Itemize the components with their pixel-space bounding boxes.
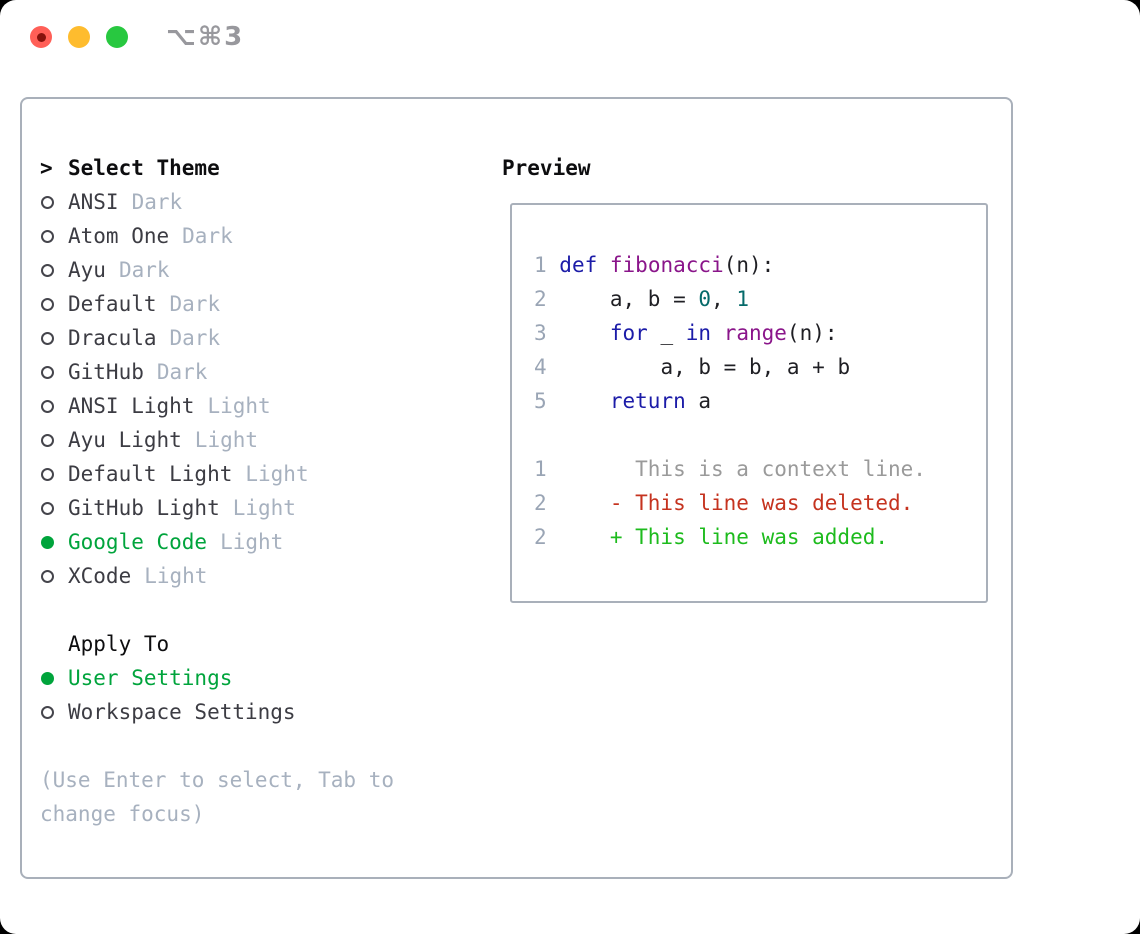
preview-box: 1 def fibonacci(n): 2 a, b = 0, 1 3 for _ … [510,203,988,603]
option-label: GitHub [68,360,144,384]
apply-to-heading: Apply To [40,627,480,661]
code-line: 2 a, b = 0, 1 [534,287,749,311]
theme-variant-tag: Dark [169,326,221,350]
spacer [534,423,986,457]
code-preview: 1 def fibonacci(n): 2 a, b = 0, 1 3 for _ … [534,253,986,423]
minimize-button[interactable] [68,26,90,48]
line-number: 2 [534,525,610,549]
line-number: 2 [534,491,610,515]
spacer [40,593,480,627]
radio-icon [41,433,54,447]
code-line: 1 def fibonacci(n): [534,253,775,277]
option-label: User Settings [68,666,233,690]
preview-column: Preview 1 def fibonacci(n): 2 a, b = 0, 1… [502,151,988,603]
option-label: ANSI Light [68,394,195,418]
option-label: XCode [68,564,132,588]
theme-variant-tag: Light [220,530,284,554]
theme-variant-tag: Light [207,394,271,418]
apply-option[interactable]: User Settings [40,661,480,695]
apply-option[interactable]: Workspace Settings [40,695,480,729]
radio-icon [41,263,54,277]
theme-variant-tag: Dark [118,258,170,282]
theme-option[interactable]: Default Light Light [40,457,480,491]
theme-option[interactable]: GitHub Light Light [40,491,480,525]
diff-preview: 1 This is a context line.2 - This line w… [534,457,986,559]
preview-heading: Preview [502,156,591,180]
radio-icon [41,467,54,481]
titlebar: ⌥⌘3 [0,0,1140,75]
radio-icon [41,399,54,413]
theme-option[interactable]: XCode Light [40,559,480,593]
diff-text: + This line was added. [609,525,889,549]
apply-to-label: Apply To [68,632,170,656]
code-line: 4 a, b = b, a + b [534,355,851,379]
option-label: Google Code [68,530,208,554]
option-label: Workspace Settings [68,700,296,724]
option-label: GitHub Light [68,496,220,520]
theme-option[interactable]: Google Code Light [40,525,480,559]
diff-line: 2 + This line was added. [534,525,986,559]
theme-variant-tag: Dark [131,190,183,214]
theme-option[interactable]: GitHub Dark [40,355,480,389]
close-button[interactable] [30,26,52,48]
theme-variant-tag: Light [232,496,296,520]
theme-option[interactable]: Default Dark [40,287,480,321]
diff-line: 1 This is a context line. [534,457,986,491]
radio-icon [41,569,54,583]
diff-text: This is a context line. [609,457,926,481]
spacer [40,729,480,763]
radio-icon [41,365,54,379]
line-number: 5 [534,389,560,413]
option-label: Default Light [68,462,233,486]
zoom-button[interactable] [106,26,128,48]
theme-option[interactable]: ANSI Dark [40,185,480,219]
line-number: 3 [534,321,560,345]
option-label: Ayu [68,258,106,282]
radio-icon [41,195,54,209]
theme-option[interactable]: Dracula Dark [40,321,480,355]
option-label: Atom One [68,224,170,248]
radio-icon [41,705,54,719]
code-line: 5 return a [534,389,712,413]
traffic-lights [30,26,128,48]
line-number: 1 [534,457,610,481]
option-label: Default [68,292,157,316]
theme-variant-tag: Dark [169,292,221,316]
option-label: Dracula [68,326,157,350]
theme-variant-tag: Light [245,462,309,486]
radio-icon [41,229,54,243]
line-number: 2 [534,287,560,311]
line-number: 4 [534,355,560,379]
theme-option[interactable]: Atom One Dark [40,219,480,253]
focus-prompt-icon: > [40,156,53,180]
option-label: ANSI [68,190,119,214]
theme-variant-tag: Light [194,428,259,452]
theme-option[interactable]: Ayu Dark [40,253,480,287]
radio-selected-icon [41,671,54,685]
help-text: (Use Enter to select, Tab to change focu… [40,768,395,826]
diff-line: 2 - This line was deleted. [534,491,986,525]
option-label: Ayu Light [68,428,182,452]
radio-selected-icon [41,535,54,549]
select-theme-heading: > Select Theme [40,151,480,185]
radio-icon [41,331,54,345]
radio-icon [41,297,54,311]
theme-option[interactable]: Ayu Light Light [40,423,480,457]
select-theme-label: Select Theme [68,156,220,180]
theme-variant-tag: Dark [182,224,233,248]
window-title: ⌥⌘3 [166,22,245,52]
theme-option[interactable]: ANSI Light Light [40,389,480,423]
theme-variant-tag: Light [144,564,208,588]
line-number: 1 [534,253,560,277]
diff-text: - This line was deleted. [609,491,914,515]
code-line: 3 for _ in range(n): [534,321,838,345]
theme-variant-tag: Dark [156,360,208,384]
radio-icon [41,501,54,515]
close-dot-icon [36,32,46,42]
